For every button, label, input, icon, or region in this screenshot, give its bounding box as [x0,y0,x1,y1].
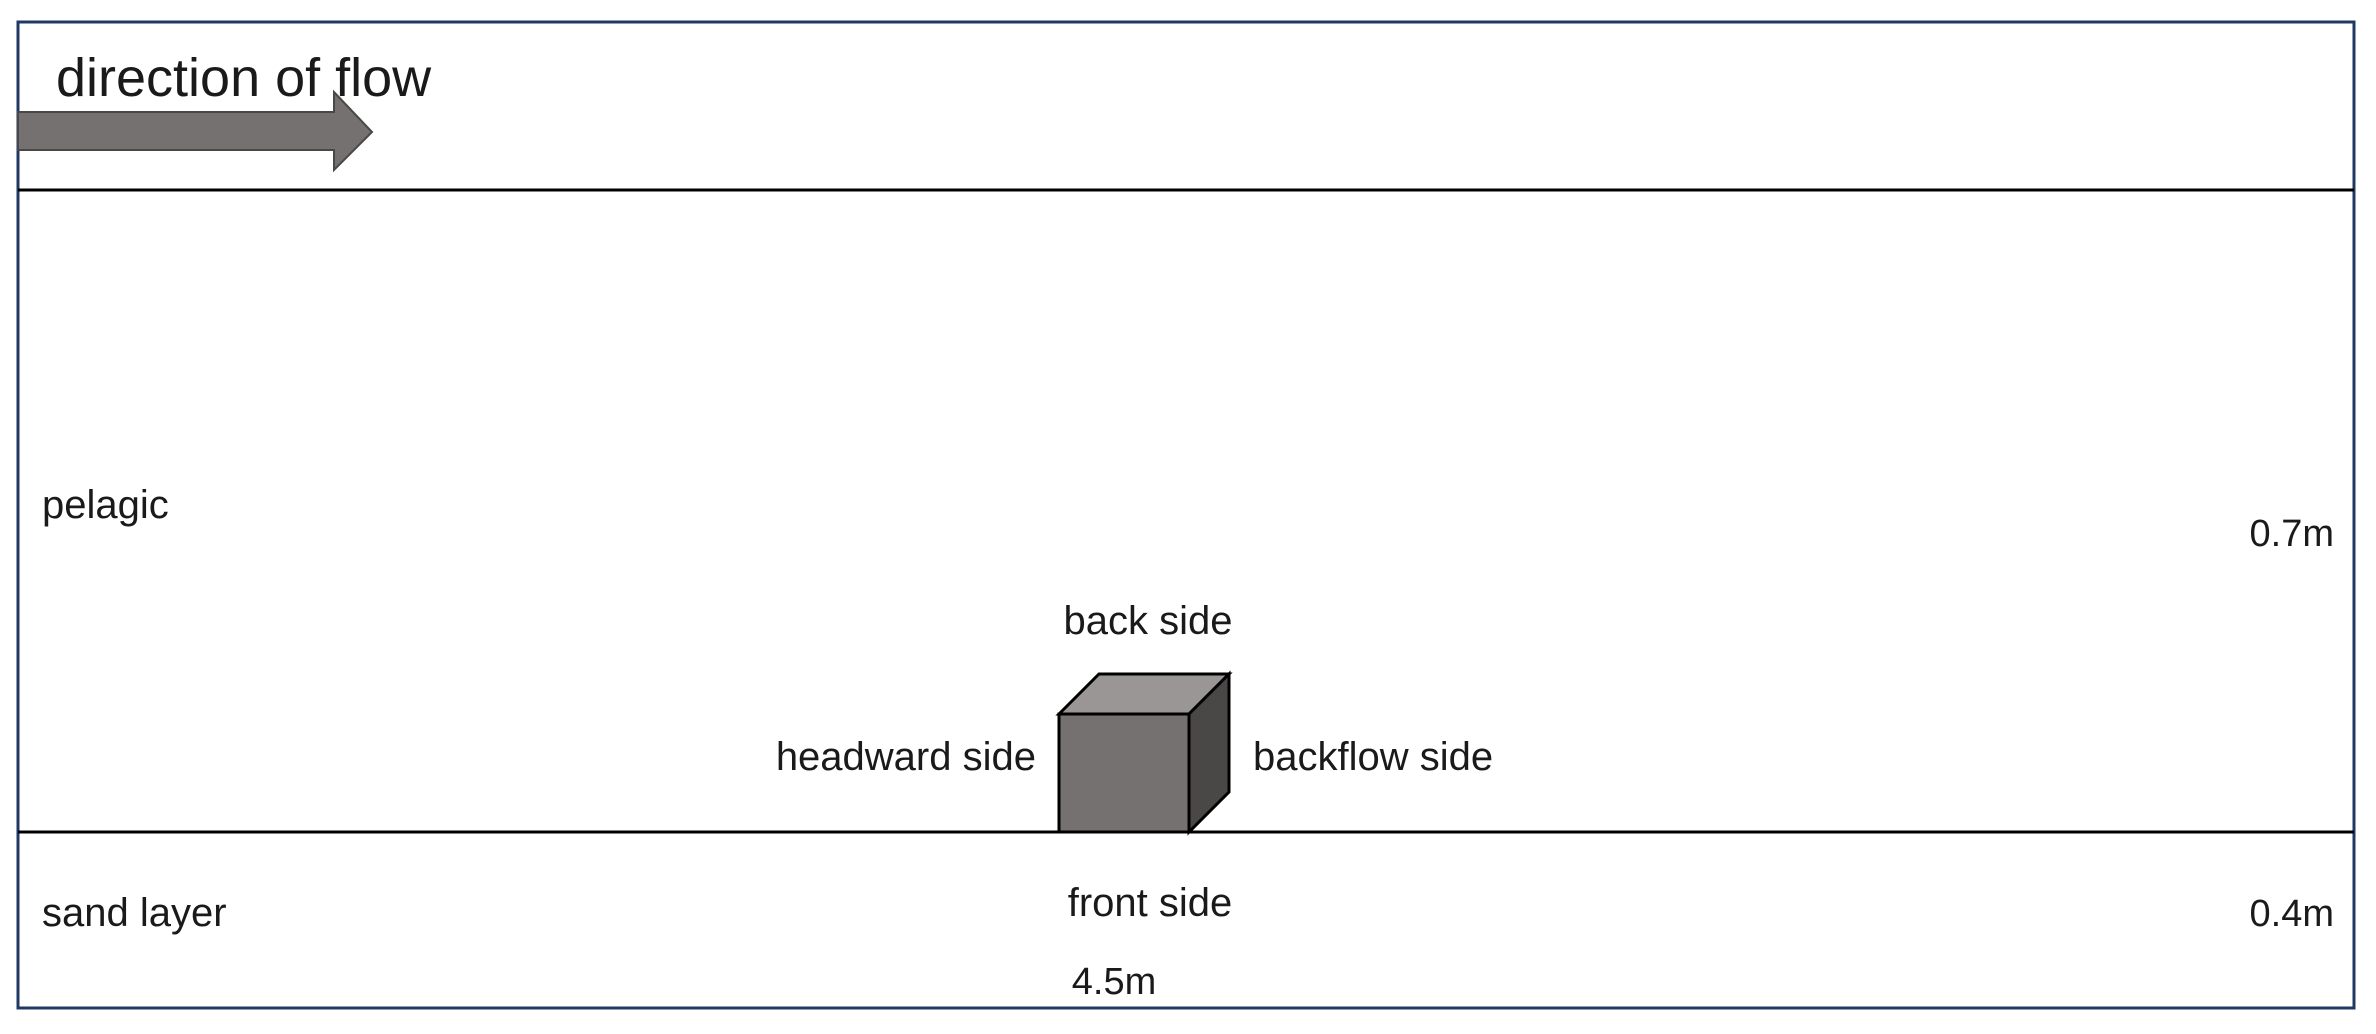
flow-direction-label: direction of flow [56,48,432,108]
outer-frame [16,20,2356,1010]
length-label: 4.5m [1072,961,1156,1003]
upper-depth-label: 0.7m [2250,513,2334,555]
headward-side-label: headward side [776,735,1036,779]
cube-icon [1055,670,1233,836]
back-side-label: back side [1064,599,1233,643]
lower-depth-label: 0.4m [2250,893,2334,935]
pelagic-label: pelagic [42,483,169,527]
backflow-side-label: backflow side [1253,735,1493,779]
cube-front-face [1057,712,1191,834]
sand-layer-label: sand layer [42,891,227,935]
front-side-label: front side [1068,881,1233,925]
flow-arrow-icon [17,89,374,173]
